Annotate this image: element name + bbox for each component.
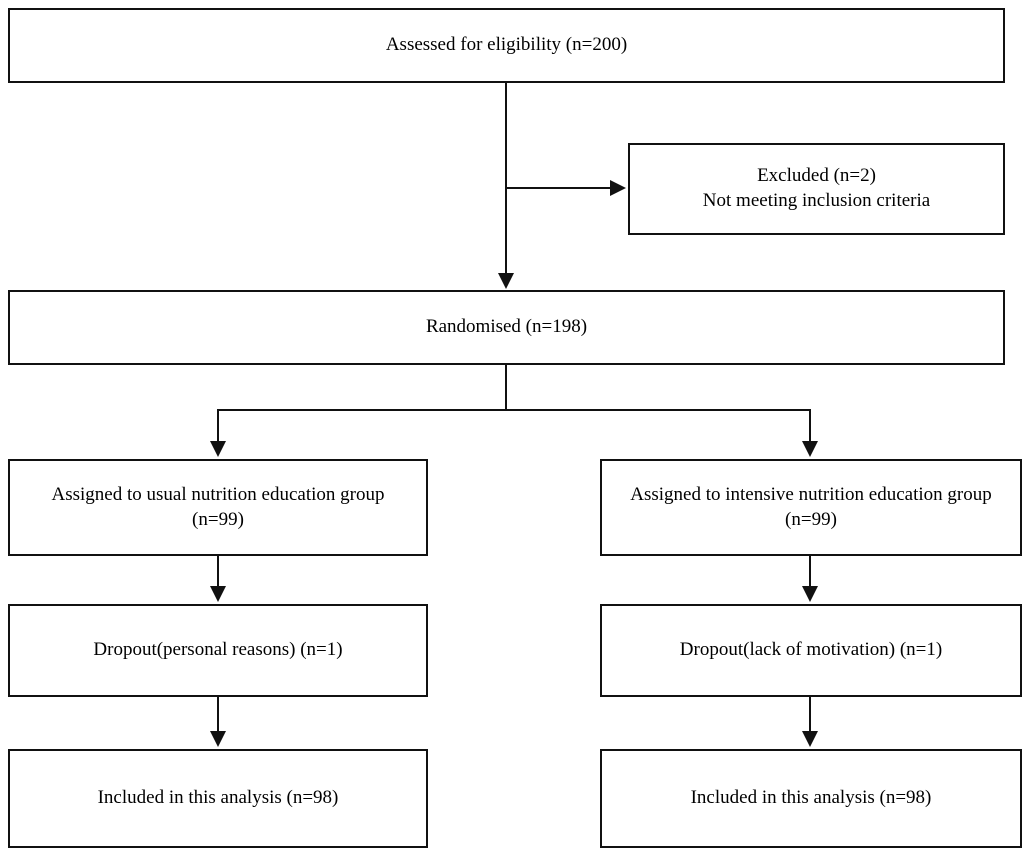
connector-usual-to-dropout xyxy=(217,556,219,588)
connector-dropout-intensive-to-included xyxy=(809,697,811,733)
node-included-analysis-intensive: Included in this analysis (n=98) xyxy=(600,749,1022,848)
node-assessed-for-eligibility-label: Assessed for eligibility (n=200) xyxy=(385,34,628,56)
node-excluded: Excluded (n=2) Not meeting inclusion cri… xyxy=(628,143,1005,235)
connector-to-excluded xyxy=(505,187,612,189)
node-assigned-usual-nutrition-education: Assigned to usual nutrition education gr… xyxy=(8,459,428,556)
arrowhead-assessed-to-randomised xyxy=(498,273,514,289)
node-included-analysis-usual: Included in this analysis (n=98) xyxy=(8,749,428,848)
arrowhead-randomised-to-usual xyxy=(210,441,226,457)
node-dropout-intensive: Dropout(lack of motivation) (n=1) xyxy=(600,604,1022,697)
node-randomised-label: Randomised (n=198) xyxy=(425,316,588,338)
node-dropout-usual: Dropout(personal reasons) (n=1) xyxy=(8,604,428,697)
arrowhead-randomised-to-intensive xyxy=(802,441,818,457)
node-excluded-label: Excluded (n=2) Not meeting inclusion cri… xyxy=(702,165,931,211)
node-assessed-for-eligibility: Assessed for eligibility (n=200) xyxy=(8,8,1005,83)
node-included-analysis-intensive-label: Included in this analysis (n=98) xyxy=(690,787,932,809)
node-assigned-intensive-nutrition-education: Assigned to intensive nutrition educatio… xyxy=(600,459,1022,556)
arrowhead-to-excluded xyxy=(610,180,626,196)
connector-randomised-to-usual xyxy=(217,409,219,443)
connector-randomised-to-intensive xyxy=(809,409,811,443)
node-dropout-intensive-label: Dropout(lack of motivation) (n=1) xyxy=(679,639,943,661)
connector-randomised-stem xyxy=(505,365,507,411)
node-assigned-usual-label: Assigned to usual nutrition education gr… xyxy=(51,483,385,530)
node-assigned-intensive-label: Assigned to intensive nutrition educatio… xyxy=(630,483,992,530)
connector-randomised-split-bar xyxy=(218,409,810,411)
arrowhead-usual-to-dropout xyxy=(210,586,226,602)
node-randomised: Randomised (n=198) xyxy=(8,290,1005,365)
connector-assessed-to-randomised xyxy=(505,83,507,273)
node-included-analysis-usual-label: Included in this analysis (n=98) xyxy=(97,787,339,809)
arrowhead-dropout-usual-to-included xyxy=(210,731,226,747)
node-dropout-usual-label: Dropout(personal reasons) (n=1) xyxy=(93,639,343,661)
connector-dropout-usual-to-included xyxy=(217,697,219,733)
arrowhead-intensive-to-dropout xyxy=(802,586,818,602)
connector-intensive-to-dropout xyxy=(809,556,811,588)
arrowhead-dropout-intensive-to-included xyxy=(802,731,818,747)
